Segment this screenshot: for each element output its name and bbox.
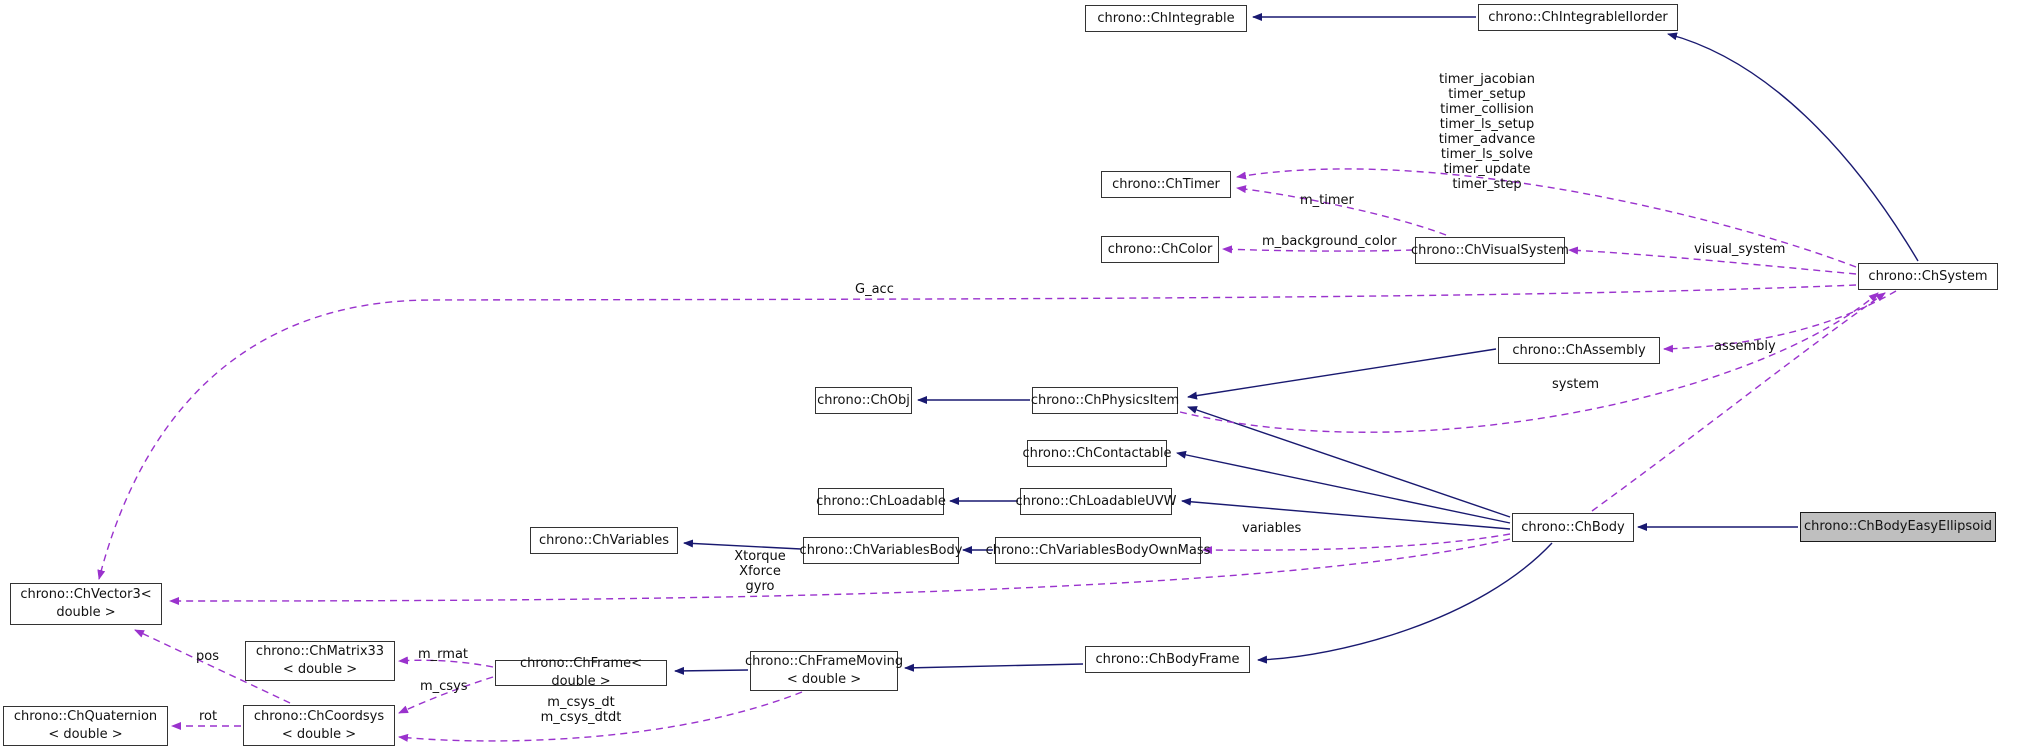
inherit-system-to-integrableii — [1667, 32, 1919, 262]
node-chvariablesbody[interactable]: chrono::ChVariablesBody — [800, 537, 962, 564]
node-chvector3[interactable]: chrono::ChVector3< double > — [10, 583, 162, 625]
edge-label-system: system — [1552, 377, 1599, 392]
inherit-body-to-loadableuvw — [1181, 497, 1511, 530]
node-chintegrableiiorder[interactable]: chrono::ChIntegrableIIorder — [1478, 4, 1678, 31]
inherit-body-to-bodyframe — [1257, 542, 1553, 664]
node-chframe[interactable]: chrono::ChFrame< double > — [495, 656, 667, 689]
usage-visualsystem-to-color — [1222, 245, 1414, 254]
node-chcoordsys[interactable]: chrono::ChCoordsys < double > — [243, 705, 395, 746]
edge-label-visual-system: visual_system — [1694, 242, 1786, 257]
inherit-framemoving-to-frame — [674, 666, 749, 675]
node-chphysicsitem[interactable]: chrono::ChPhysicsItem — [1031, 387, 1179, 414]
usage-frame-to-matrix33 — [398, 656, 494, 668]
usage-body-to-varownmass — [1202, 533, 1511, 555]
usage-coordsys-to-vector3-pos — [134, 629, 291, 704]
usage-framemoving-to-coordsys — [398, 691, 803, 742]
node-chvisualsystem[interactable]: chrono::ChVisualSystem — [1411, 237, 1569, 264]
usage-system-to-visualsystem — [1568, 246, 1857, 275]
node-chassembly[interactable]: chrono::ChAssembly — [1498, 337, 1660, 364]
node-chvariables[interactable]: chrono::ChVariables — [530, 527, 678, 554]
node-chloadable[interactable]: chrono::ChLoadable — [816, 488, 946, 515]
edge-label-timers: timer_jacobian timer_setup timer_collisi… — [1438, 72, 1536, 192]
node-chquaternion[interactable]: chrono::ChQuaternion < double > — [3, 706, 168, 746]
usage-system-to-assembly — [1663, 290, 1897, 353]
usage-body-to-system — [1591, 292, 1886, 512]
node-chintegrable[interactable]: chrono::ChIntegrable — [1085, 5, 1247, 32]
node-chbodyframe[interactable]: chrono::ChBodyFrame — [1085, 646, 1250, 673]
edge-label-m-timer: m_timer — [1300, 193, 1354, 208]
edge-label-rot: rot — [199, 709, 218, 724]
edge-label-m-rmat: m_rmat — [418, 647, 469, 662]
edge-label-m-csys-dt: m_csys_dt m_csys_dtdt — [540, 695, 622, 725]
node-chloadableuvw[interactable]: chrono::ChLoadableUVW — [1016, 488, 1176, 515]
edge-label-g-acc: G_acc — [855, 282, 894, 297]
usage-body-to-vector3 — [169, 538, 1511, 605]
inherit-body-to-contactable — [1176, 450, 1511, 524]
edge-label-m-background-color: m_background_color — [1262, 234, 1397, 249]
node-chframemoving[interactable]: chrono::ChFrameMoving < double > — [745, 651, 903, 691]
node-chobj[interactable]: chrono::ChObj — [815, 387, 912, 414]
node-chsystem[interactable]: chrono::ChSystem — [1858, 263, 1998, 290]
usage-physicsitem-to-system — [1179, 292, 1879, 433]
inherit-bodyframe-to-framemoving — [904, 663, 1084, 672]
edge-label-assembly: assembly — [1714, 339, 1776, 354]
edge-label-pos: pos — [196, 649, 219, 664]
node-chtimer[interactable]: chrono::ChTimer — [1101, 171, 1231, 198]
node-chbody[interactable]: chrono::ChBody — [1512, 513, 1634, 542]
node-chcontactable[interactable]: chrono::ChContactable — [1022, 440, 1172, 467]
inherit-assembly-to-physicsitem — [1187, 348, 1497, 400]
usage-system-to-timer — [1236, 168, 1857, 268]
usage-frame-to-coordsys — [398, 676, 494, 714]
edge-label-variables: variables — [1242, 521, 1302, 536]
edge-label-xtorque-xforce-gyro: Xtorque Xforce gyro — [734, 549, 786, 594]
inherit-varbody-to-variables — [683, 539, 802, 550]
node-chcolor[interactable]: chrono::ChColor — [1101, 236, 1219, 263]
node-chvariablesbodyownmass[interactable]: chrono::ChVariablesBodyOwnMass — [986, 537, 1210, 564]
node-chmatrix33[interactable]: chrono::ChMatrix33 < double > — [245, 641, 395, 681]
inherit-body-to-physicsitem — [1187, 406, 1511, 518]
edge-label-m-csys: m_csys — [420, 679, 468, 694]
node-chbodyeasyellipsoid[interactable]: chrono::ChBodyEasyEllipsoid — [1800, 512, 1996, 542]
